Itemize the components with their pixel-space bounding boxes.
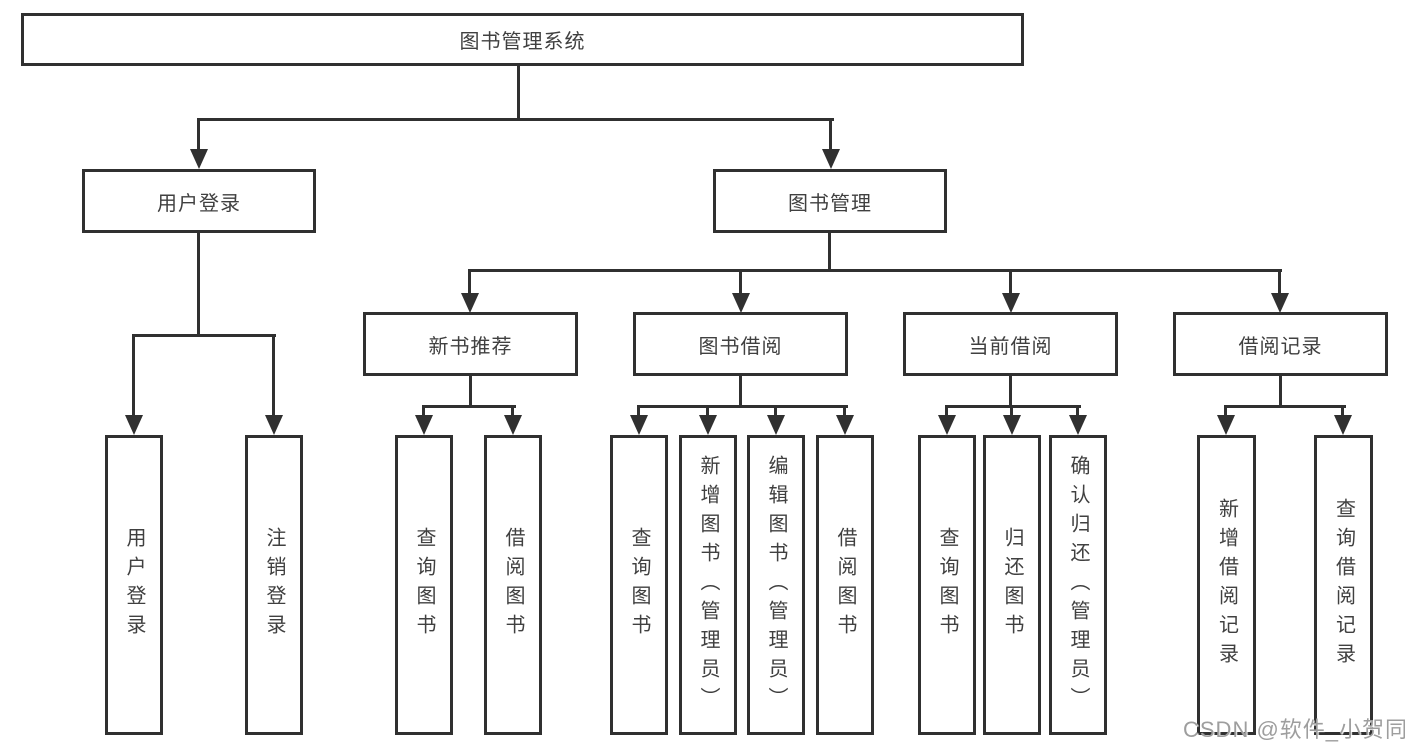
down-arrow-icon: [265, 334, 283, 435]
down-arrow-icon: [732, 269, 750, 313]
connector-user-login-split: [132, 334, 276, 337]
connector-root-split: [197, 118, 834, 121]
connector-book-borrowing-split: [638, 405, 848, 408]
node-leaf-add-borrow-record-label: 新增借阅记录: [1215, 498, 1238, 672]
connector-user-login-stem: [197, 233, 200, 336]
down-arrow-icon: [1334, 405, 1352, 435]
node-leaf-user-login-label: 用户登录: [123, 527, 145, 643]
node-leaf-query-borrow-record-label: 查询借阅记录: [1332, 498, 1355, 672]
down-arrow-icon: [699, 405, 717, 435]
node-new-book-recommendation-label: 新书推荐: [428, 335, 513, 358]
connector-book-borrowing-stem: [739, 376, 742, 406]
connector-current-borrowing-stem: [1009, 376, 1012, 406]
connector-book-management-split: [468, 269, 1282, 272]
connector-new-book-stem: [469, 376, 472, 406]
node-book-borrowing: 图书借阅: [633, 312, 848, 376]
down-arrow-icon: [504, 405, 522, 435]
node-leaf-borrow-books-1-label: 借阅图书: [502, 527, 524, 643]
node-leaf-add-book-admin: 新增图书（管理员）: [679, 435, 737, 735]
down-arrow-icon: [461, 269, 479, 313]
node-leaf-borrow-books-1: 借阅图书: [484, 435, 542, 735]
node-leaf-borrow-books-2: 借阅图书: [816, 435, 874, 735]
node-new-book-recommendation: 新书推荐: [363, 312, 578, 376]
down-arrow-icon: [1217, 405, 1235, 435]
connector-new-book-split: [423, 405, 516, 408]
node-leaf-logout-label: 注销登录: [263, 527, 285, 643]
down-arrow-icon: [415, 405, 433, 435]
down-arrow-icon: [1069, 405, 1087, 435]
node-leaf-edit-book-admin-label: 编辑图书（管理员）: [765, 454, 787, 716]
node-leaf-query-books-3: 查询图书: [918, 435, 976, 735]
node-leaf-return-book-label: 归还图书: [1001, 527, 1023, 643]
node-root-label: 图书管理系统: [459, 31, 586, 53]
node-leaf-query-books-3-label: 查询图书: [936, 527, 958, 643]
down-arrow-icon: [822, 118, 840, 169]
node-borrowing-records-label: 借阅记录: [1238, 335, 1323, 358]
node-leaf-edit-book-admin: 编辑图书（管理员）: [747, 435, 805, 735]
node-leaf-add-book-admin-label: 新增图书（管理员）: [697, 454, 719, 716]
down-arrow-icon: [767, 405, 785, 435]
down-arrow-icon: [836, 405, 854, 435]
node-leaf-query-borrow-record: 查询借阅记录: [1314, 435, 1373, 735]
node-book-management: 图书管理: [713, 169, 947, 233]
node-book-borrowing-label: 图书借阅: [698, 335, 783, 358]
node-leaf-add-borrow-record: 新增借阅记录: [1197, 435, 1256, 735]
node-leaf-query-books-2: 查询图书: [610, 435, 668, 735]
node-book-management-label: 图书管理: [788, 192, 872, 215]
node-leaf-query-books-2-label: 查询图书: [628, 527, 650, 643]
down-arrow-icon: [1002, 269, 1020, 313]
node-leaf-query-books-1-label: 查询图书: [413, 527, 435, 643]
csdn-watermark: CSDN @软件_小贺同学: [1183, 717, 1405, 742]
node-borrowing-records: 借阅记录: [1173, 312, 1388, 376]
connector-book-management-stem: [828, 233, 831, 271]
connector-borrowing-records-stem: [1279, 376, 1282, 406]
node-leaf-borrow-books-2-label: 借阅图书: [834, 527, 856, 643]
down-arrow-icon: [938, 405, 956, 435]
down-arrow-icon: [630, 405, 648, 435]
node-root: 图书管理系统: [21, 13, 1024, 66]
down-arrow-icon: [125, 334, 143, 435]
connector-borrowing-records-split: [1225, 405, 1346, 408]
node-current-borrowing-label: 当前借阅: [968, 335, 1053, 358]
connector-current-borrowing-split: [946, 405, 1081, 408]
node-leaf-user-login: 用户登录: [105, 435, 163, 735]
node-leaf-logout: 注销登录: [245, 435, 303, 735]
down-arrow-icon: [1003, 405, 1021, 435]
node-leaf-query-books-1: 查询图书: [395, 435, 453, 735]
connector-root-stem: [517, 66, 520, 120]
down-arrow-icon: [190, 118, 208, 169]
node-leaf-confirm-return-admin: 确认归还（管理员）: [1049, 435, 1107, 735]
down-arrow-icon: [1271, 269, 1289, 313]
node-current-borrowing: 当前借阅: [903, 312, 1118, 376]
node-leaf-confirm-return-admin-label: 确认归还（管理员）: [1067, 454, 1089, 716]
node-leaf-return-book: 归还图书: [983, 435, 1041, 735]
node-user-login-label: 用户登录: [157, 192, 241, 215]
node-user-login: 用户登录: [82, 169, 316, 233]
